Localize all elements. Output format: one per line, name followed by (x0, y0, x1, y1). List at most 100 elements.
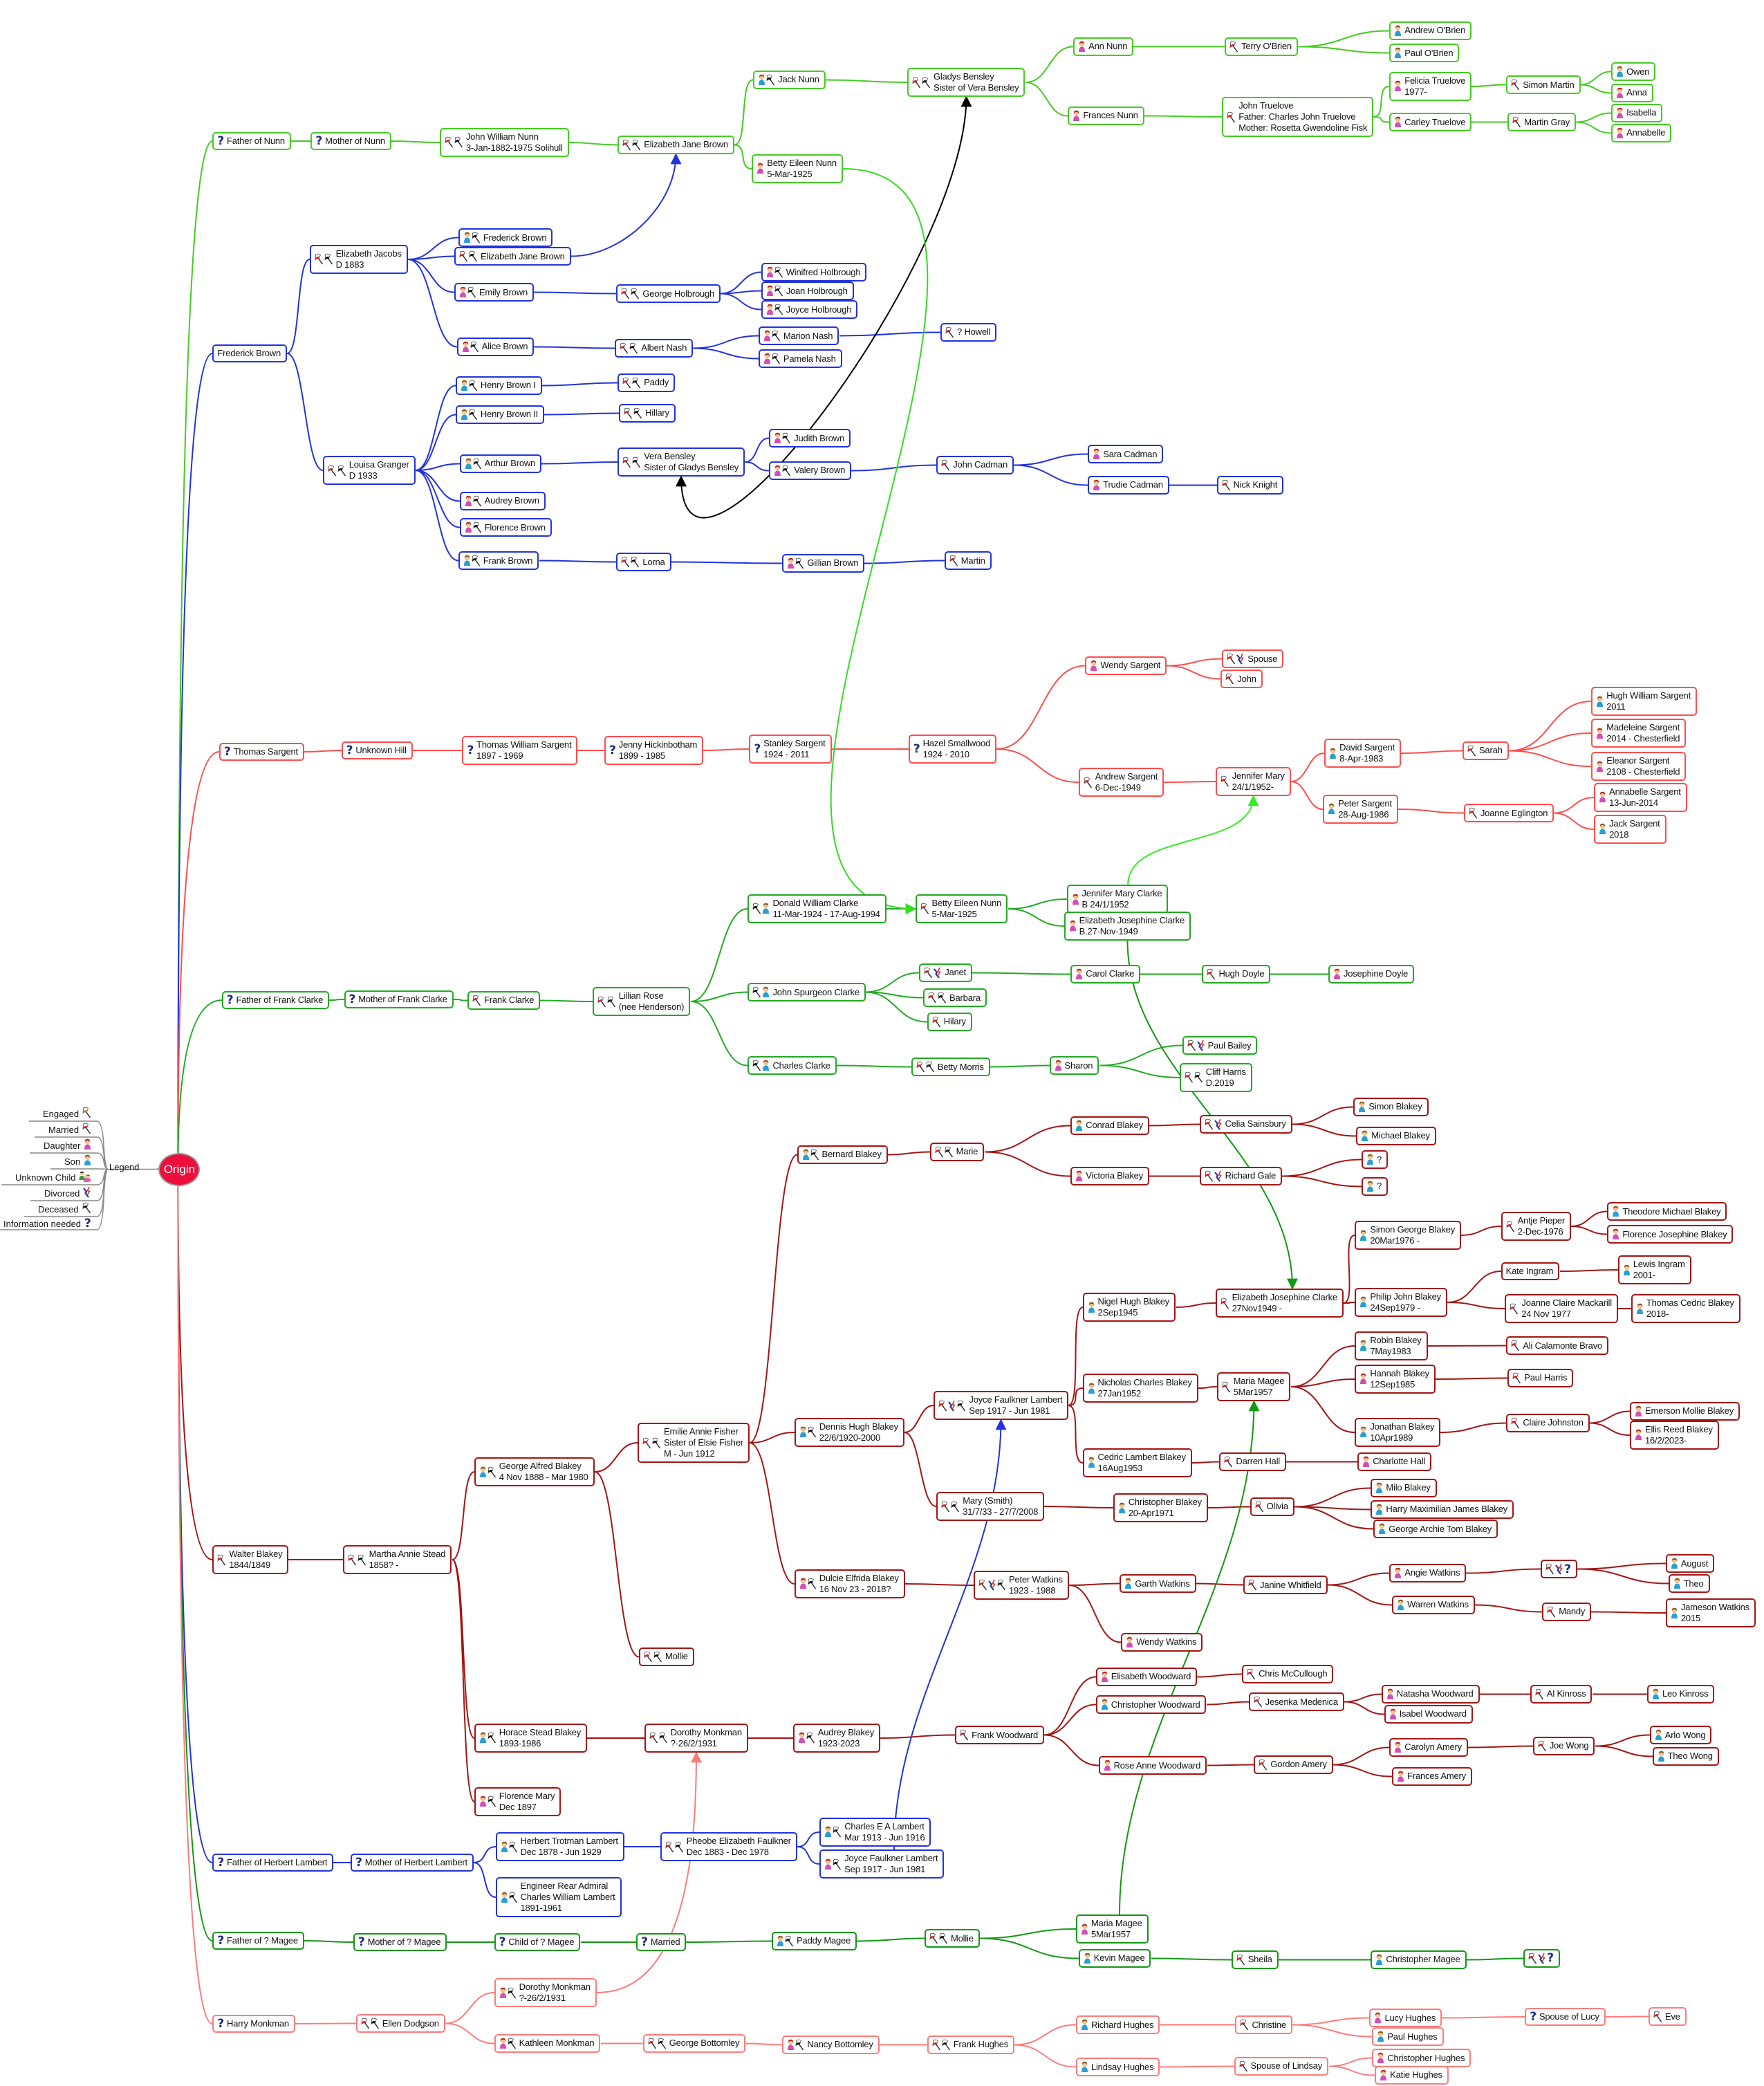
person-node[interactable]: Lindsay Hughes (1075, 2058, 1160, 2077)
person-node[interactable]: Katie Hughes (1375, 2065, 1449, 2085)
person-node[interactable]: Gordon Amery (1254, 1755, 1333, 1774)
person-node[interactable]: Celia Sainsbury (1199, 1114, 1292, 1134)
person-node[interactable]: ?Father of Frank Clarke (221, 991, 330, 1010)
person-node[interactable]: Janet (919, 963, 973, 982)
person-node[interactable]: Frances Nunn (1068, 106, 1144, 125)
person-node[interactable]: Gillian Brown (782, 553, 865, 573)
person-node[interactable]: Anna (1611, 83, 1653, 102)
person-node[interactable]: Mollie (638, 1647, 694, 1666)
person-node[interactable]: Janine Whitfield (1243, 1576, 1328, 1595)
person-node[interactable]: Martin (944, 551, 992, 571)
person-node[interactable]: Mandy (1542, 1602, 1592, 1621)
person-node[interactable]: ? (1541, 1560, 1577, 1579)
person-node[interactable]: Milo Blakey (1371, 1478, 1437, 1497)
person-node[interactable]: Sara Cadman (1088, 445, 1164, 464)
legend-node[interactable]: Legend (109, 1161, 140, 1172)
person-node[interactable]: Valery Brown (769, 461, 852, 480)
person-node[interactable]: ?Father of Herbert Lambert (212, 1854, 334, 1872)
person-node[interactable]: Henry Brown I (455, 376, 542, 395)
person-node[interactable]: Christopher Woodward (1095, 1695, 1207, 1715)
person-node[interactable]: Isabel Woodward (1384, 1704, 1473, 1724)
person-node[interactable]: Owen (1611, 62, 1656, 82)
person-node[interactable]: Spouse of Lindsay (1234, 2056, 1329, 2076)
person-node[interactable]: Hugh Doyle (1202, 964, 1271, 984)
person-node[interactable]: Al Kinross (1530, 1684, 1593, 1704)
person-node[interactable]: Dorothy Monkman?-26/2/1931 (644, 1723, 748, 1753)
person-node[interactable]: Garth Watkins (1120, 1574, 1196, 1594)
person-node[interactable]: ? (1361, 1176, 1388, 1196)
legend-item-engaged[interactable]: Engaged (43, 1107, 91, 1120)
person-node[interactable]: Paul Hughes (1372, 2027, 1444, 2047)
person-node[interactable]: Dorothy Monkman?-26/2/1931 (494, 1978, 597, 2008)
person-node[interactable]: Carley Truelove (1389, 113, 1472, 132)
person-node[interactable]: ?Child of ? Magee (494, 1933, 581, 1952)
person-node[interactable]: ?Thomas Sargent (219, 743, 304, 762)
person-node[interactable]: Leo Kinross (1646, 1684, 1715, 1704)
person-node[interactable]: Chris McCullough (1242, 1664, 1334, 1683)
person-node[interactable]: Lorna (616, 553, 671, 572)
person-node[interactable]: Marie (929, 1142, 985, 1161)
person-node[interactable]: Michael Blakey (1356, 1126, 1436, 1145)
person-node[interactable]: Albert Nash (615, 338, 694, 358)
person-node[interactable]: Ann Nunn (1073, 37, 1134, 56)
legend-item-daughter[interactable]: Daughter (44, 1138, 91, 1152)
person-node[interactable]: Simon Martin (1506, 75, 1581, 95)
person-node[interactable]: Charles Clarke (748, 1056, 837, 1076)
person-node[interactable]: Frank Woodward (955, 1726, 1045, 1745)
person-node[interactable]: ?Spouse of Lucy (1525, 2007, 1606, 2026)
person-node[interactable]: George Holbrough (616, 284, 721, 304)
person-node[interactable]: Harry Maximilian James Blakey (1371, 1499, 1514, 1519)
person-node[interactable]: Sheila (1231, 1950, 1279, 1969)
person-node[interactable]: Josephine Doyle (1328, 964, 1415, 984)
person-node[interactable]: ?Mother of ? Magee (353, 1933, 447, 1952)
person-node[interactable]: Joe Wong (1532, 1736, 1595, 1755)
person-node[interactable]: ?Mother of Nunn (310, 131, 391, 150)
person-node[interactable]: Joanne Eglington (1463, 804, 1554, 823)
person-node[interactable]: Carolyn Amery (1389, 1737, 1468, 1757)
person-node[interactable]: Claire Johnston (1506, 1413, 1590, 1432)
person-node[interactable]: Theo (1668, 1574, 1710, 1594)
person-node[interactable]: Christine (1235, 2015, 1292, 2034)
person-node[interactable]: Nick Knight (1216, 475, 1284, 495)
person-node[interactable]: Joan Holbrough (761, 281, 854, 301)
person-node[interactable]: Jesenka Medenica (1248, 1692, 1344, 1712)
person-node[interactable]: August (1665, 1554, 1715, 1573)
person-node[interactable]: Mollie (924, 1929, 980, 1948)
person-node[interactable]: ?Married (636, 1933, 687, 1952)
person-node[interactable]: Paddy (618, 373, 676, 392)
person-node[interactable]: Judith Brown (769, 429, 851, 448)
person-node[interactable]: Theodore Michael Blakey (1607, 1202, 1727, 1221)
person-node[interactable]: Kathleen Monkman (494, 2033, 601, 2053)
person-node[interactable]: Angie Watkins (1389, 1563, 1467, 1582)
person-node[interactable]: Rose Anne Woodward (1098, 1756, 1207, 1775)
person-node[interactable]: Trudie Cadman (1088, 475, 1169, 495)
person-node[interactable]: Christopher Magee (1371, 1950, 1467, 1969)
person-node[interactable]: Emerson Mollie Blakey (1629, 1401, 1740, 1421)
person-node[interactable]: Mary (Smith)31/7/33 - 27/7/2008 (936, 1492, 1045, 1522)
person-node[interactable]: Richard Gale (1199, 1166, 1283, 1185)
person-node[interactable]: Hillary (619, 403, 676, 423)
person-node[interactable]: ?Harry Monkman (212, 2014, 295, 2033)
person-node[interactable]: Theo Wong (1652, 1746, 1719, 1766)
person-node[interactable]: ?Unknown Hill (341, 741, 413, 760)
